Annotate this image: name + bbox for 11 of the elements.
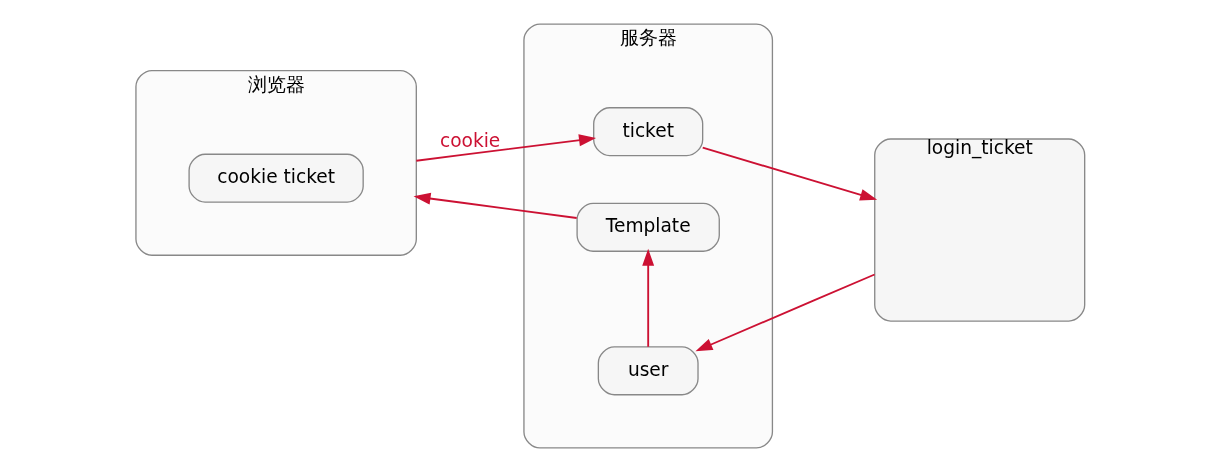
node-box: cookie ticket xyxy=(187,153,364,203)
arrow xyxy=(414,134,596,162)
arrow xyxy=(413,192,578,219)
node-box: ticket xyxy=(592,107,703,157)
node-box: login_ticket xyxy=(873,138,1085,322)
arrow xyxy=(694,273,875,352)
arrow xyxy=(701,146,877,201)
node-box: Template xyxy=(575,202,720,252)
arrow xyxy=(641,248,654,348)
edge-label: cookie xyxy=(439,129,500,151)
node-box: user xyxy=(597,346,699,396)
